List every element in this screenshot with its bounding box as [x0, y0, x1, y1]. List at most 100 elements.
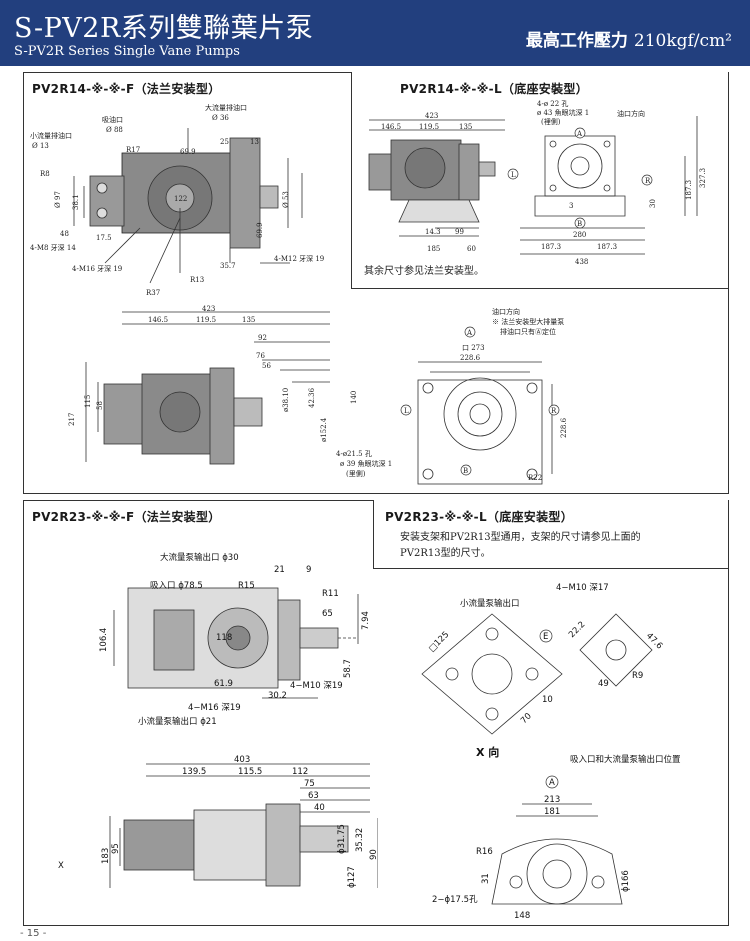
pv2r14-l-title: PV2R14-※-※-L（底座安裝型）	[400, 82, 588, 96]
pv2r23-f-21: 21	[274, 565, 285, 575]
pv2r14-b-flange-note1: ※ 法兰安装型大排量泵	[492, 317, 564, 326]
pv2r23-f-1395: 139.5	[182, 767, 206, 777]
pv2r23-f-small-outlet: 小流量泵输出口 ϕ21	[138, 716, 217, 727]
pv2r14-l-hole: 4-ø 22 孔	[537, 100, 568, 108]
pv2r14-f-r37: R37	[146, 289, 160, 297]
pv2r14-f-suction-d: Ø 88	[106, 126, 123, 134]
pv2r14-b-b: B	[463, 467, 468, 475]
pv2r14-l-3: 3	[569, 202, 573, 210]
pv2r14-f-small-outlet-d: Ø 13	[32, 142, 49, 150]
pv2r23-l-31: 31	[481, 873, 491, 884]
pv2r23-f-m16: 4−M16 深19	[188, 703, 241, 713]
pv2r23-f-90: 90	[369, 849, 378, 860]
pv2r23-l-r16: R16	[476, 847, 493, 857]
pv2r23-f-65: 65	[322, 609, 333, 619]
pv2r23-l-subpanel	[373, 500, 728, 569]
pv2r23-l-r9: R9	[632, 671, 643, 681]
pv2r23-l-213: 213	[544, 795, 560, 805]
pv2r14-f-357: 35.7	[220, 262, 236, 270]
pv2r23-l-476: 47.6	[644, 631, 664, 651]
pv2r14-f-97: Ø 97	[54, 191, 62, 208]
pv2r14-l-135: 135	[459, 123, 472, 131]
pv2r23-f-m10: 4−M10 深19	[290, 681, 343, 691]
pv2r14-l-drawing: 423 146.5 119.5 135 14.3 99 185 60 4-ø 2…	[368, 100, 707, 266]
page-header: S-PV2R系列雙聯葉片泵 S-PV2R Series Single Vane …	[0, 0, 750, 66]
pv2r14-f-m8: 4-M8 牙深 14	[30, 243, 76, 252]
pv2r14-b-115: 115	[84, 395, 92, 408]
pv2r14-b-2286v: 228.6	[560, 417, 568, 438]
pv2r14-l-port-dir: 油口方向	[617, 109, 645, 118]
pv2r23-l-49: 49	[598, 679, 609, 689]
pv2r14-b-1465: 146.5	[148, 316, 168, 324]
pv2r14-f-25: 25	[220, 138, 229, 146]
pv2r23-f-9: 9	[306, 565, 311, 575]
pv2r14-l-185: 185	[427, 245, 440, 253]
pv2r23-l-70: 70	[519, 711, 534, 726]
pv2r14-l-spot: ø 43 魚眼坑深 1	[537, 108, 589, 117]
pv2r14-b-76: 76	[256, 352, 265, 360]
pv2r14-b-135: 135	[242, 316, 255, 324]
pv2r14-l-note: 其余尺寸参见法兰安装型。	[364, 266, 484, 277]
pv2r14-b-42: 42.36	[308, 387, 316, 408]
pv2r23-f-big-outlet: 大流量泵输出口 ϕ30	[160, 552, 239, 563]
pv2r23-f-3175: ϕ31.75	[337, 824, 347, 854]
pv2r23-l-10: 10	[542, 695, 553, 705]
pv2r14-b-56: 56	[262, 362, 271, 370]
pv2r23-l-m10: 4−M10 深17	[556, 583, 609, 593]
pv2r23-f-95: 95	[111, 843, 121, 854]
pv2r14-l-280: 280	[573, 231, 586, 239]
pv2r14-b-sq273: 口 273	[462, 344, 485, 352]
pv2r23-l-e: E	[543, 632, 548, 642]
pv2r14-b-spot: ø 39 魚眼坑深 1	[340, 459, 392, 468]
pv2r14-b-r22: R22	[528, 474, 542, 482]
pv2r14-f-r13: R13	[190, 276, 204, 284]
pv2r14-l-60: 60	[467, 245, 476, 253]
pv2r14-l-1873b: 187.3	[597, 243, 617, 251]
pv2r14-l-3273: 327.3	[699, 168, 707, 188]
pv2r14-b-l: L	[404, 407, 409, 415]
pv2r23-f-75: 75	[304, 779, 315, 789]
pv2r14-f-122: 122	[174, 195, 187, 203]
pv2r14-f-drawing: 大流量排油口 Ø 36 吸油口 Ø 88 小流量排油口 Ø 13 R17 69.…	[30, 103, 324, 297]
pv2r14-f-suction: 吸油口	[102, 115, 123, 124]
pv2r14-b-2286: 228.6	[460, 354, 481, 362]
pv2r23-l-125: □125	[427, 630, 451, 654]
pv2r23-l-222: 22.2	[567, 620, 587, 640]
pv2r23-f-40: 40	[314, 803, 325, 813]
pv2r14-b-92: 92	[258, 334, 267, 342]
pv2r14-b-a: A	[466, 329, 473, 337]
pv2r14-b-58: 58	[96, 401, 104, 410]
pv2r14-b-flange-note2: 排油口只有Ⓐ定位	[500, 327, 556, 336]
pv2r14-f-big-outlet: 大流量排油口	[205, 103, 247, 112]
pv2r14-f-699: 69.9	[180, 148, 196, 156]
pv2r23-f-r11: R11	[322, 589, 339, 599]
pv2r14-l-1873v: 187.3	[685, 180, 693, 200]
pv2r23-f-619: 61.9	[214, 679, 233, 689]
pv2r14-l-1873a: 187.3	[541, 243, 561, 251]
pv2r14-l-143: 14.3	[425, 228, 441, 236]
pv2r14-b-hole: 4-ø21.5 孔	[336, 450, 372, 458]
pv2r14-f-big-outlet-d: Ø 36	[212, 114, 229, 122]
pv2r23-f-title: PV2R23-※-※-F（法兰安装型）	[32, 510, 221, 524]
pv2r14-f-m12: 4-M12 牙深 19	[274, 254, 324, 263]
pv2r14-f-small-outlet: 小流量排油口	[30, 131, 72, 140]
pv2r14-f-381: 38.1	[72, 194, 80, 210]
pv2r14-f-title: PV2R14-※-※-F（法兰安装型）	[32, 82, 221, 96]
pv2r14-l-a: A	[576, 130, 583, 138]
pv2r14-b-back: (里側)	[346, 469, 366, 478]
pv2r23-f-suction: 吸入口 ϕ78.5	[150, 581, 203, 591]
pv2r14-l-99: 99	[455, 228, 464, 236]
pv2r14-l-438: 438	[575, 258, 588, 266]
pv2r23-l-drawing: 4−M10 深17 小流量泵输出口 E □125 22.2 47.6 49 R9…	[421, 583, 681, 920]
pv2r14-bottom-drawing: 423 146.5 119.5 135 92 76 56 217 115 58 …	[68, 305, 568, 485]
pv2r23-f-63: 63	[308, 791, 319, 801]
pv2r23-l-pos: 吸入口和大流量泵输出口位置	[570, 754, 681, 765]
page-title: S-PV2R系列雙聯葉片泵	[14, 13, 314, 44]
pv2r14-f-953: Ø 53	[282, 191, 290, 208]
pv2r23-l-note2: PV2R13型的尺寸。	[400, 548, 491, 559]
pv2r14-l-b: B	[577, 220, 582, 228]
pv2r23-f-r15: R15	[238, 581, 255, 591]
pv2r23-f-106: 106.4	[99, 628, 109, 652]
pv2r23-l-148: 148	[514, 911, 530, 920]
pv2r23-l-181: 181	[544, 807, 560, 817]
